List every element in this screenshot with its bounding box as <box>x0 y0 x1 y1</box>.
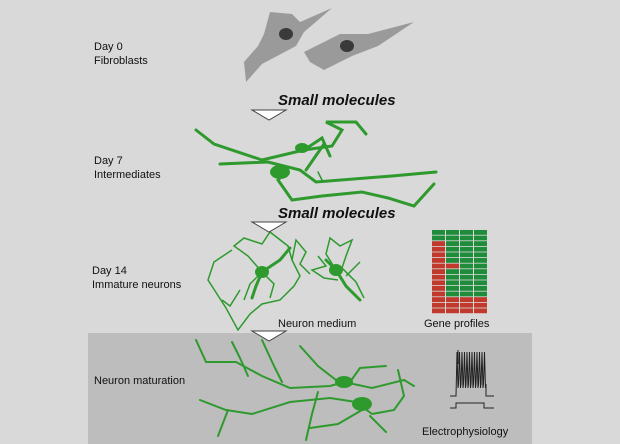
heatmap-cell <box>432 308 445 314</box>
heatmap-cell <box>432 297 445 302</box>
heatmap-cell <box>432 258 445 263</box>
heatmap-cell <box>460 263 473 269</box>
heatmap-cell <box>446 274 459 280</box>
heatmap-cell <box>446 252 459 258</box>
mature-neurons <box>195 339 415 441</box>
heatmap-cell <box>432 263 445 269</box>
stage-day-14: Day 14 Immature neurons <box>92 265 182 291</box>
heatmap-cell <box>460 297 473 302</box>
stage-day-0: Day 0 Fibroblasts <box>94 41 148 67</box>
heatmap-cell <box>446 286 459 291</box>
heatmap-cell <box>460 274 473 280</box>
immature-neuron-thick <box>250 246 362 302</box>
heatmap-cell <box>446 263 459 269</box>
heatmap-cell <box>474 280 487 286</box>
heatmap-cell <box>432 235 445 241</box>
heatmap-cell <box>474 308 487 314</box>
heatmap-cell <box>460 241 473 246</box>
arrow-icon <box>250 109 288 121</box>
heatmap-cell <box>432 274 445 280</box>
intermediate-somas <box>270 143 309 179</box>
heatmap-cell <box>474 291 487 297</box>
heatmap-cell <box>460 235 473 241</box>
fibroblast-cells <box>244 8 414 82</box>
mature-somas <box>335 376 372 411</box>
heatmap-cell <box>446 258 459 263</box>
heatmap-cell <box>460 302 473 308</box>
intermediate-cells <box>194 120 438 208</box>
heatmap-cell <box>460 291 473 297</box>
gene-profiles-caption: Gene profiles <box>424 318 490 330</box>
heatmap-cell <box>446 280 459 286</box>
step-label-small-molecules-2: Small molecules <box>278 205 396 222</box>
heatmap-cell <box>474 263 487 269</box>
arrow-icons <box>250 109 288 342</box>
heatmap-cell <box>432 246 445 252</box>
heatmap-cell <box>474 269 487 274</box>
immature-somas <box>255 264 343 278</box>
heatmap-cell <box>446 269 459 274</box>
heatmap-cell <box>474 246 487 252</box>
heatmap-cell <box>460 252 473 258</box>
heatmap-cell <box>460 286 473 291</box>
heatmap-cell <box>432 269 445 274</box>
heatmap-cell <box>460 258 473 263</box>
heatmap-cell <box>432 302 445 308</box>
heatmap-cell <box>432 291 445 297</box>
heatmap-cell <box>446 246 459 252</box>
heatmap-cell <box>446 235 459 241</box>
heatmap-cell <box>460 230 473 235</box>
heatmap-cell <box>446 291 459 297</box>
heatmap-cell <box>432 241 445 246</box>
heatmap-cell <box>460 280 473 286</box>
heatmap-cell <box>474 302 487 308</box>
stage-day-7: Day 7 Intermediates <box>94 155 161 181</box>
heatmap-cell <box>474 230 487 235</box>
heatmap-cell <box>446 297 459 302</box>
heatmap-cell <box>446 241 459 246</box>
step-label-neuron-medium: Neuron medium <box>278 318 357 330</box>
heatmap-cell <box>460 269 473 274</box>
heatmap-cell <box>474 235 487 241</box>
heatmap-cell <box>432 286 445 291</box>
arrow-icon <box>250 330 288 342</box>
heatmap-cell <box>446 308 459 314</box>
heatmap-cell <box>474 241 487 246</box>
immature-neurons <box>207 230 365 332</box>
heatmap-cell <box>474 274 487 280</box>
electrophysiology-caption: Electrophysiology <box>422 426 509 438</box>
stage-maturation: Neuron maturation <box>94 375 186 387</box>
heatmap-cell <box>474 286 487 291</box>
heatmap-cell <box>474 297 487 302</box>
heatmap-cell <box>432 230 445 235</box>
heatmap-cell <box>460 246 473 252</box>
electrophysiology-trace <box>450 350 494 409</box>
gene-profile-heatmap <box>432 230 487 314</box>
heatmap-cell <box>432 252 445 258</box>
heatmap-cell <box>446 230 459 235</box>
arrow-icon <box>250 221 288 233</box>
step-label-small-molecules-1: Small molecules <box>278 92 396 109</box>
heatmap-cell <box>446 302 459 308</box>
heatmap-cell <box>474 252 487 258</box>
heatmap-cell <box>432 280 445 286</box>
heatmap-cell <box>460 308 473 314</box>
heatmap-cell <box>474 258 487 263</box>
